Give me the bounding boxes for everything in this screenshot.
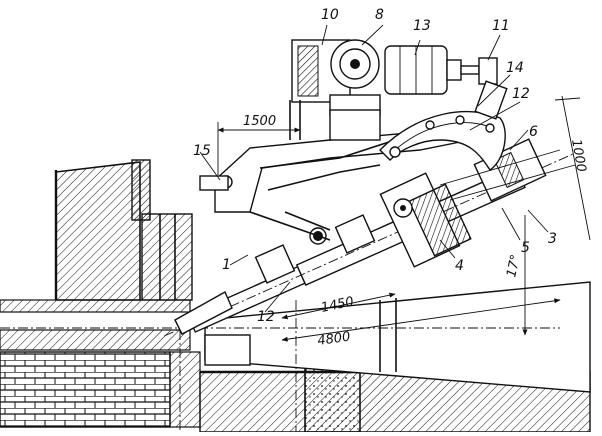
leader-lines bbox=[199, 24, 549, 313]
label-11: 11 bbox=[492, 18, 510, 34]
carriage bbox=[254, 138, 576, 284]
label-3: 3 bbox=[548, 231, 557, 247]
furnace-wall bbox=[54, 159, 193, 301]
nozzle-block bbox=[204, 334, 251, 366]
dimension-4800: 4800 bbox=[316, 330, 351, 349]
angle-17: 17° bbox=[504, 253, 523, 279]
label-5: 5 bbox=[521, 240, 530, 256]
label-8: 8 bbox=[375, 7, 384, 23]
label-13: 13 bbox=[413, 18, 431, 34]
label-15: 15 bbox=[193, 143, 211, 159]
dimension-lines bbox=[217, 95, 591, 342]
guide-arm bbox=[379, 110, 506, 171]
label-6: 6 bbox=[529, 124, 538, 140]
label-10: 10 bbox=[321, 7, 339, 23]
label-12-bottom: 12 bbox=[257, 309, 275, 325]
dimension-1500: 1500 bbox=[243, 114, 276, 129]
dimension-1450: 1450 bbox=[320, 294, 355, 316]
nozzle-tip bbox=[174, 291, 233, 335]
label-12-top: 12 bbox=[512, 86, 530, 102]
label-4: 4 bbox=[455, 258, 464, 274]
lever bbox=[199, 175, 233, 191]
drive-unit bbox=[289, 39, 508, 141]
floor-masonry bbox=[0, 299, 201, 428]
label-14: 14 bbox=[506, 60, 524, 76]
label-1: 1 bbox=[222, 257, 231, 273]
dimension-1000: 1000 bbox=[568, 138, 589, 173]
